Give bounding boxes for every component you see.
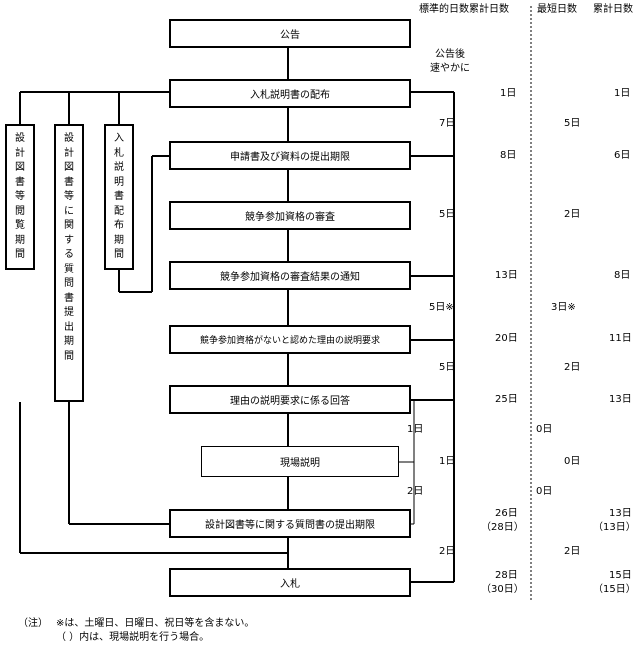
step-site-briefing: 現場説明 [201, 446, 399, 477]
interval-standard-5: 1日 [407, 424, 424, 435]
cumulative-standard-3: 13日 [495, 270, 518, 281]
period-explanation-distribution: 入札説明書配布期間 [104, 124, 134, 270]
interval-after-notice: 公告後 速やかに [430, 49, 470, 74]
header-shortest: 最短日数 [537, 4, 577, 15]
cumulative-shortest-6: 13日 [609, 508, 632, 519]
cumulative-standard-6-alt: （28日） [481, 522, 524, 533]
step-reason-answer: 理由の説明要求に係る回答 [169, 385, 411, 414]
step-bidding: 入札 [169, 568, 411, 597]
interval-standard-1: 7日 [439, 118, 456, 129]
step-application-deadline: 申請書及び資料の提出期限 [169, 141, 411, 170]
cumulative-standard-2: 8日 [500, 150, 517, 161]
interval-shortest-1: 5日 [564, 118, 581, 129]
cumulative-shortest-7-alt: （15日） [593, 584, 636, 595]
interval-standard-8: 2日 [439, 546, 456, 557]
interval-shortest-7: 0日 [536, 486, 553, 497]
interval-standard-4: 5日 [439, 362, 456, 373]
period-question-submission: 設計図書等に関する質問書提出期間 [54, 124, 84, 402]
step-distribute-explanation: 入札説明書の配布 [169, 79, 411, 108]
step-review-result-notice: 競争参加資格の審査結果の通知 [169, 261, 411, 290]
cumulative-shortest-5: 13日 [609, 394, 632, 405]
cumulative-shortest-3: 8日 [614, 270, 631, 281]
notes-parentheses: （ ）内は、現場説明を行う場合。 [56, 632, 210, 643]
cumulative-shortest-1: 1日 [614, 88, 631, 99]
interval-standard-7: 2日 [407, 486, 424, 497]
cumulative-standard-1: 1日 [500, 88, 517, 99]
interval-shortest-3: 3日※ [551, 302, 576, 313]
cumulative-standard-5: 25日 [495, 394, 518, 405]
cumulative-standard-6: 26日 [495, 508, 518, 519]
notes-asterisk: ※は、土曜日、日曜日、祝日等を含まない。 [56, 618, 255, 629]
header-standard-cumulative: 標準的日数累計日数 [419, 4, 509, 15]
notes-label: （注） [18, 618, 48, 629]
interval-shortest-4: 2日 [564, 362, 581, 373]
cumulative-shortest-7: 15日 [609, 570, 632, 581]
cumulative-shortest-2: 6日 [614, 150, 631, 161]
cumulative-standard-7: 28日 [495, 570, 518, 581]
cumulative-standard-7-alt: （30日） [481, 584, 524, 595]
header-cumulative: 累計日数 [593, 4, 633, 15]
interval-shortest-6: 0日 [564, 456, 581, 467]
cumulative-standard-4: 20日 [495, 333, 518, 344]
interval-standard-3: 5日※ [429, 302, 454, 313]
interval-shortest-5: 0日 [536, 424, 553, 435]
step-qualification-review: 競争参加資格の審査 [169, 201, 411, 230]
cumulative-shortest-6-alt: （13日） [593, 522, 636, 533]
interval-standard-6: 1日 [439, 456, 456, 467]
period-drawings-viewing: 設計図書等閲覧期間 [5, 124, 35, 270]
interval-standard-2: 5日 [439, 209, 456, 220]
step-question-deadline: 設計図書等に関する質問書の提出期限 [169, 509, 411, 538]
cumulative-shortest-4: 11日 [609, 333, 632, 344]
step-reason-request: 競争参加資格がないと認めた理由の説明要求 [169, 325, 411, 354]
interval-shortest-2: 2日 [564, 209, 581, 220]
step-public-notice: 公告 [169, 19, 411, 48]
interval-shortest-8: 2日 [564, 546, 581, 557]
